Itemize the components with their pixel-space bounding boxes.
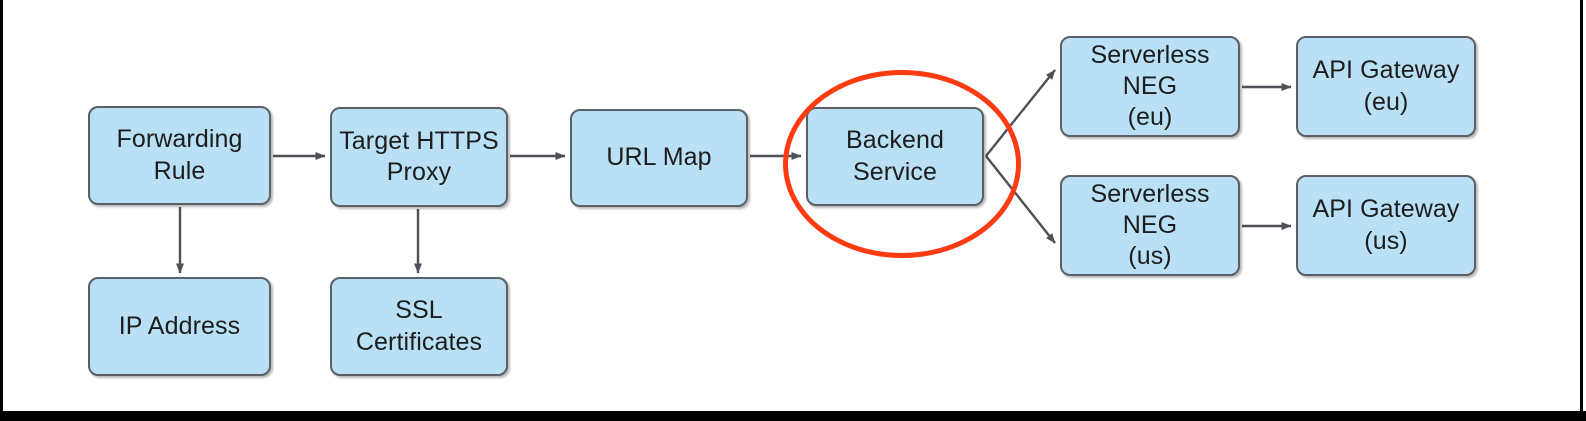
node-ssl-certificates[interactable]: SSL Certificates — [330, 277, 508, 376]
frame-line-bottom — [0, 411, 1586, 421]
frame-line-right — [1580, 0, 1583, 421]
node-url-map[interactable]: URL Map — [570, 109, 748, 207]
node-ip-address[interactable]: IP Address — [88, 277, 271, 376]
node-api-gateway-eu[interactable]: API Gateway (eu) — [1296, 36, 1476, 137]
node-serverless-neg-eu[interactable]: Serverless NEG (eu) — [1060, 36, 1240, 137]
node-serverless-neg-us[interactable]: Serverless NEG (us) — [1060, 175, 1240, 276]
node-api-gateway-us[interactable]: API Gateway (us) — [1296, 175, 1476, 276]
edge-backend-to-neg-eu — [985, 69, 1056, 157]
node-target-https-proxy[interactable]: Target HTTPS Proxy — [330, 107, 508, 207]
node-backend-service[interactable]: Backend Service — [806, 107, 984, 206]
edge-backend-to-neg-us — [985, 155, 1056, 244]
node-forwarding-rule[interactable]: Forwarding Rule — [88, 106, 271, 205]
frame-line-left — [0, 0, 3, 421]
